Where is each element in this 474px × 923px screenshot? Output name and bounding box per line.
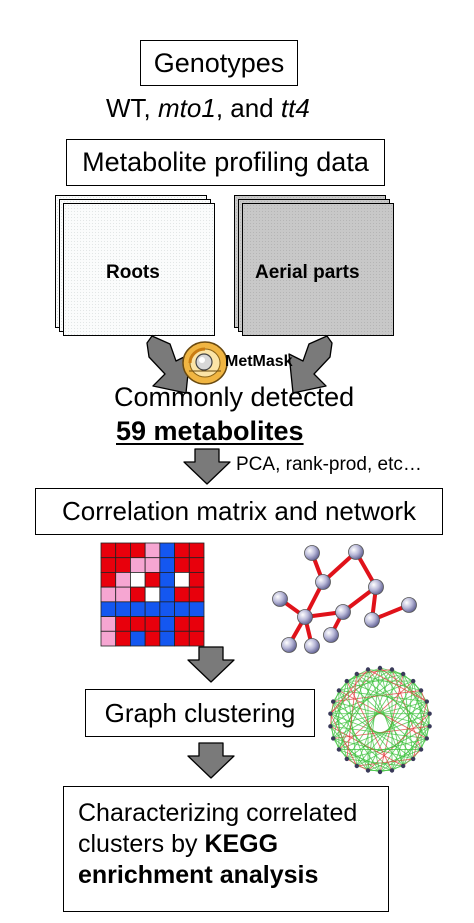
matrix-cell bbox=[115, 630, 131, 647]
roots-sheet-front bbox=[63, 203, 215, 336]
matrix-cell bbox=[100, 572, 117, 588]
down-arrow-characterizing bbox=[187, 742, 235, 779]
matrix-cell bbox=[159, 557, 175, 573]
matrix-cell bbox=[100, 601, 117, 617]
clustered-graph-image bbox=[328, 665, 432, 775]
profiling-box: Metabolite profiling data bbox=[66, 139, 385, 186]
network-edges bbox=[278, 550, 411, 648]
matrix-cell bbox=[174, 557, 190, 573]
characterizing-box: Characterizing correlated clusters by KE… bbox=[63, 786, 389, 912]
matrix-cell bbox=[188, 601, 205, 617]
matrix-cell bbox=[144, 542, 161, 559]
matrix-cell bbox=[115, 601, 131, 617]
matrix-cell bbox=[130, 557, 146, 573]
genotypes-list: WT, mto1, and tt4 bbox=[106, 93, 310, 124]
metmask-label: MetMask bbox=[225, 353, 293, 370]
characterizing-line1: Characterizing correlated bbox=[78, 799, 358, 827]
characterizing-kegg: KEGG bbox=[204, 830, 279, 858]
methods-label: PCA, rank-prod, etc… bbox=[236, 454, 422, 475]
characterizing-line3: enrichment analysis bbox=[78, 861, 319, 889]
characterizing-line2: clusters by KEGG bbox=[78, 829, 388, 860]
matrix-cell bbox=[159, 586, 175, 603]
matrix-cell bbox=[188, 557, 205, 573]
cluster-nodes bbox=[328, 665, 432, 775]
genotype-tt4: tt4 bbox=[280, 93, 310, 123]
matrix-cell bbox=[174, 542, 190, 559]
matrix-cell bbox=[159, 572, 175, 588]
down-arrow-clustering bbox=[187, 646, 235, 683]
metmask-logo-icon bbox=[182, 341, 228, 385]
genotypes-title: Genotypes bbox=[153, 47, 285, 78]
matrix-cell bbox=[174, 572, 190, 588]
detected-line2: 59 metabolites bbox=[116, 416, 304, 446]
matrix-cell bbox=[115, 542, 131, 559]
profiling-title: Metabolite profiling data bbox=[82, 147, 369, 177]
matrix-cell bbox=[115, 616, 131, 632]
cluster-edges bbox=[329, 667, 431, 773]
matrix-cell bbox=[144, 586, 161, 603]
matrix-cell bbox=[144, 630, 161, 647]
clustering-title: Graph clustering bbox=[104, 697, 296, 728]
matrix-cell bbox=[130, 586, 146, 603]
matrix-cell bbox=[100, 586, 117, 603]
genotypes-box: Genotypes bbox=[140, 40, 298, 86]
matrix-cell bbox=[144, 601, 161, 617]
detected-line1: Commonly detected bbox=[114, 382, 355, 412]
matrix-cell bbox=[188, 572, 205, 588]
matrix-cell bbox=[144, 572, 161, 588]
matrix-cell bbox=[159, 630, 175, 647]
matrix-cell bbox=[159, 616, 175, 632]
matrix-cell bbox=[188, 630, 205, 647]
genotype-mto1: mto1 bbox=[158, 93, 216, 123]
matrix-cell bbox=[188, 616, 205, 632]
matrix-cell bbox=[115, 572, 131, 588]
characterizing-line2-text: clusters by bbox=[78, 830, 205, 858]
matrix-cell bbox=[100, 630, 117, 647]
matrix-cell bbox=[174, 586, 190, 603]
matrix-cell bbox=[100, 557, 117, 573]
matrix-cell bbox=[159, 601, 175, 617]
matrix-cell bbox=[144, 616, 161, 632]
roots-label: Roots bbox=[106, 262, 160, 283]
genotype-separator: , and bbox=[215, 93, 281, 123]
matrix-cell bbox=[174, 601, 190, 617]
matrix-cell bbox=[174, 630, 190, 647]
network-nodes bbox=[272, 544, 417, 654]
genotype-wt: WT, bbox=[106, 93, 158, 123]
matrix-cell bbox=[188, 542, 205, 559]
matrix-cell bbox=[100, 542, 117, 559]
matrix-cell bbox=[130, 601, 146, 617]
matrix-cell bbox=[174, 616, 190, 632]
aerial-sheet-front bbox=[242, 203, 394, 336]
correlation-title: Correlation matrix and network bbox=[61, 496, 417, 526]
down-arrow-methods bbox=[183, 448, 231, 485]
aerial-label: Aerial parts bbox=[255, 262, 360, 283]
matrix-cell bbox=[130, 542, 146, 559]
matrix-cell bbox=[188, 586, 205, 603]
matrix-cell bbox=[115, 586, 131, 603]
clustering-box: Graph clustering bbox=[85, 689, 315, 737]
matrix-cell bbox=[130, 630, 146, 647]
matrix-cell bbox=[115, 557, 131, 573]
matrix-cell bbox=[159, 542, 175, 559]
matrix-cell bbox=[130, 616, 146, 632]
correlation-box: Correlation matrix and network bbox=[35, 488, 443, 535]
matrix-cell bbox=[100, 616, 117, 632]
matrix-cell bbox=[130, 572, 146, 588]
correlation-matrix bbox=[100, 542, 205, 647]
matrix-cell bbox=[144, 557, 161, 573]
